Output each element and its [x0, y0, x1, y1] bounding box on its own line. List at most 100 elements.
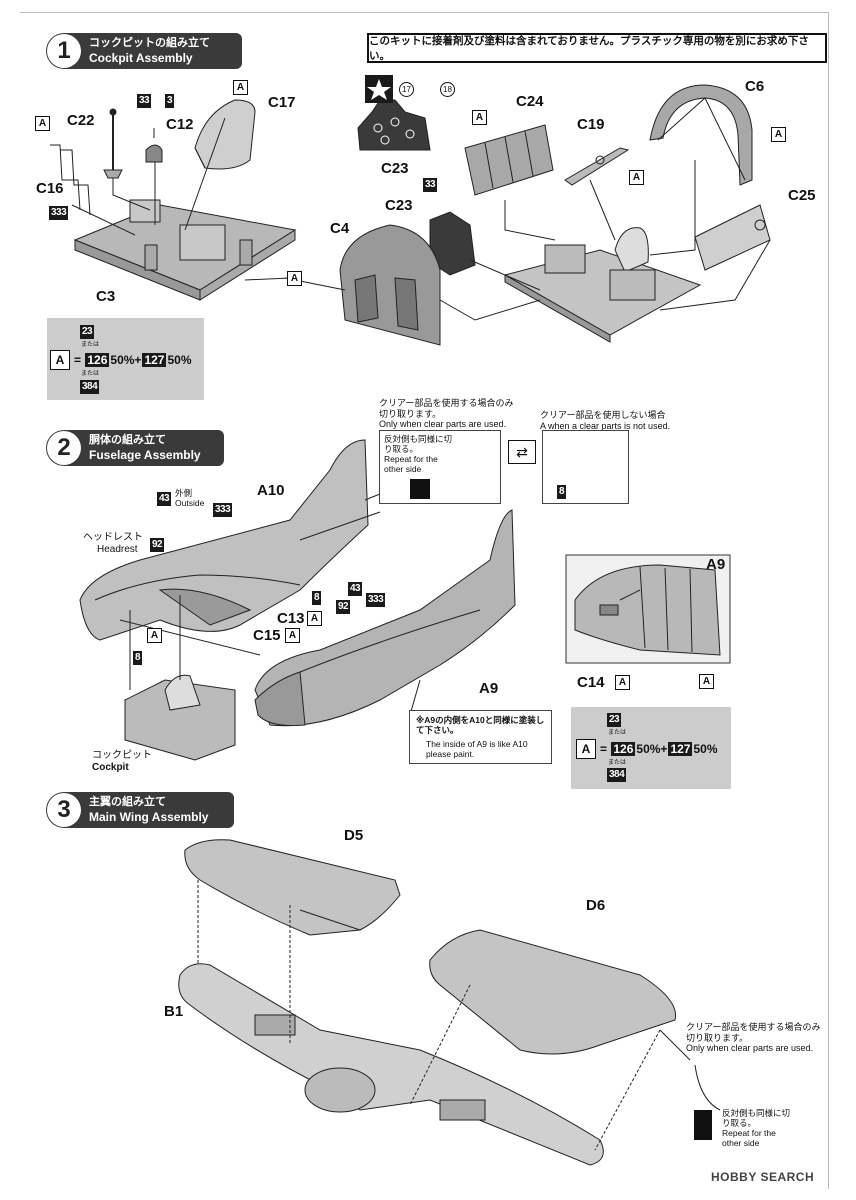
mix-equals: =	[600, 742, 608, 756]
outside-jp: 外側	[175, 488, 193, 498]
mix-alt-color: 23	[80, 325, 95, 339]
clear-not-jp: クリアー部品を使用しない場合	[540, 410, 666, 420]
color-code-8: 8	[557, 485, 567, 499]
part-label-c3: C3	[96, 288, 116, 305]
step-2-number: 2	[47, 431, 81, 465]
part-label-c16: C16	[36, 180, 64, 197]
step-1-title-jp: コックピットの組み立て	[89, 37, 210, 49]
mix-formula-2: A = 126 50% + 127 50%	[576, 739, 718, 759]
step3-clear-used-note: クリアー部品を使用する場合のみ切り取ります。 Only when clear p…	[686, 1022, 821, 1054]
part-label-c17: C17	[268, 94, 296, 111]
swap-arrows-icon: ⇄	[508, 440, 536, 464]
color-code-8: 8	[133, 651, 143, 665]
clear-used-note: クリアー部品を使用する場合のみ切り取ります。 Only when clear p…	[379, 398, 514, 430]
mix-formula-1: A = 126 50% + 127 50%	[50, 350, 192, 370]
mix-color-a: A	[576, 739, 596, 759]
part-label-c15: C15	[253, 627, 281, 644]
part-label-a9-inset: A9	[706, 556, 726, 573]
mix-plus: +	[660, 742, 668, 756]
outside-en: Outside	[175, 498, 205, 508]
step-3-title-jp: 主翼の組み立て	[89, 796, 166, 808]
part-label-d5: D5	[344, 827, 364, 844]
step3-clear-used-en: Only when clear parts are used.	[686, 1043, 814, 1053]
mix-pct-left: 50%	[636, 742, 661, 756]
step-1-title-en: Cockpit Assembly	[89, 51, 193, 65]
fuselage-half-a9-drawing	[254, 509, 516, 727]
callout-clear-not-used: 8	[542, 430, 629, 504]
mix-or-jp: または	[608, 760, 627, 766]
color-code-33: 33	[137, 94, 152, 108]
fuselage-half-a10-drawing	[79, 439, 369, 641]
color-mix-panel-2	[571, 707, 731, 789]
step-1-header: 1 コックピットの組み立て Cockpit Assembly	[46, 33, 242, 69]
outside-label: 外側 Outside	[175, 488, 204, 508]
color-code-333: 333	[366, 593, 386, 607]
part-label-c25: C25	[788, 187, 816, 204]
color-code-43: 43	[348, 582, 363, 596]
part-label-c6: C6	[745, 78, 765, 95]
color-code-8: 8	[312, 591, 322, 605]
step-2-title-jp: 胴体の組み立て	[89, 434, 166, 446]
a9-note-jp: ※A9の内側をA10と同様に塗装して下さい。	[416, 715, 545, 735]
mix-color-left: 126	[85, 353, 110, 367]
bulkhead-c4-drawing	[339, 224, 441, 346]
cut-knife-icon	[694, 1110, 712, 1140]
a9-paint-note: ※A9の内側をA10と同様に塗装して下さい。 The inside of A9 …	[409, 710, 552, 764]
mix-color-left: 126	[611, 742, 636, 756]
cut-knife-icon	[410, 479, 430, 499]
cockpit-label: コックピット Cockpit	[92, 750, 152, 774]
mix-color-right: 127	[142, 353, 167, 367]
part-label-c24: C24	[516, 93, 544, 110]
part-label-c12: C12	[166, 116, 194, 133]
mix-plus: +	[134, 353, 142, 367]
part-label-b1: B1	[164, 1003, 184, 1020]
color-code-333: 333	[213, 503, 233, 517]
decal-18: 18	[440, 82, 455, 97]
seat-c17-drawing	[194, 99, 256, 170]
color-a-box: A	[307, 611, 322, 626]
instrument-panel-decal-drawing	[357, 99, 431, 151]
repeat-jp: 反対側も同様に切り取る。	[384, 434, 453, 454]
color-code-3: 3	[165, 94, 175, 108]
part-label-c23-part: C23	[385, 197, 413, 214]
part-label-c23-decal: C23	[381, 160, 409, 177]
color-a-box: A	[285, 628, 300, 643]
mix-or-jp: または	[608, 730, 627, 736]
a9-note-en: The inside of A9 is like A10 please pain…	[426, 739, 528, 759]
part-label-a9: A9	[479, 680, 499, 697]
mix-alt-color-bottom: 384	[80, 380, 100, 394]
color-a-box: A	[287, 271, 302, 286]
mix-pct-right: 50%	[693, 742, 718, 756]
mix-equals: =	[74, 353, 82, 367]
color-a-box: A	[35, 116, 50, 131]
step3-repeat-en: Repeat for the other side	[722, 1128, 776, 1148]
step3-repeat-note: 反対側も同様に切り取る。 Repeat for the other side	[722, 1108, 792, 1148]
color-a-box: A	[615, 675, 630, 690]
part-label-d6: D6	[586, 897, 606, 914]
mix-or-jp: または	[81, 342, 100, 348]
step3-repeat-jp: 反対側も同様に切り取る。	[722, 1108, 791, 1128]
color-a-box: A	[699, 674, 714, 689]
wing-lower-b1-drawing	[178, 963, 604, 1166]
watermark: HOBBY SEARCH	[711, 1170, 815, 1184]
mix-pct-right: 50%	[167, 353, 192, 367]
notice-text: このキットに接着剤及び塗料は含まれておりません。プラスチック専用の物を別にお求め…	[369, 35, 809, 62]
part-c24-drawing	[464, 124, 554, 196]
mix-pct-left: 50%	[110, 353, 135, 367]
repeat-en: Repeat for the other side	[384, 454, 438, 474]
step-3-number: 3	[47, 793, 81, 827]
part-label-c13: C13	[277, 610, 305, 627]
cockpit-jp: コックピット	[92, 750, 152, 761]
callout-clear-used: 反対側も同様に切り取る。 Repeat for the other side	[379, 430, 501, 504]
color-a-box: A	[472, 110, 487, 125]
clear-used-en: Only when clear parts are used.	[379, 419, 507, 429]
step-3-header: 3 主翼の組み立て Main Wing Assembly	[46, 792, 234, 828]
mix-alt-color: 23	[607, 713, 622, 727]
headrest-label: ヘッドレスト Headrest	[83, 532, 143, 556]
cockpit-floor-c3-drawing	[73, 199, 297, 301]
color-code-92: 92	[336, 600, 351, 614]
part-label-c19: C19	[577, 116, 605, 133]
mix-color-a: A	[50, 350, 70, 370]
